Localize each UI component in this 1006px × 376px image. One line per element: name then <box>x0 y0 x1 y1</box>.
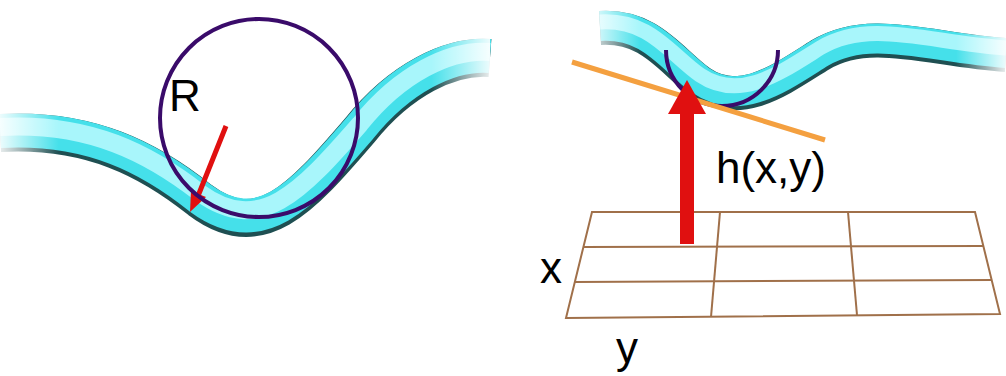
membrane-band <box>0 20 490 270</box>
axis-label: y <box>616 326 638 370</box>
axis-label: x <box>540 246 562 290</box>
height-label: h(x,y) <box>716 146 826 190</box>
height-arrow <box>668 80 706 244</box>
circle-outline <box>157 16 361 220</box>
radius-arrow <box>190 126 226 212</box>
membrane-band <box>590 0 1006 140</box>
tangent-line <box>572 62 825 140</box>
radius-label: R <box>169 74 201 118</box>
xy-grid <box>566 212 1000 318</box>
curvature-circle: R <box>157 16 361 220</box>
